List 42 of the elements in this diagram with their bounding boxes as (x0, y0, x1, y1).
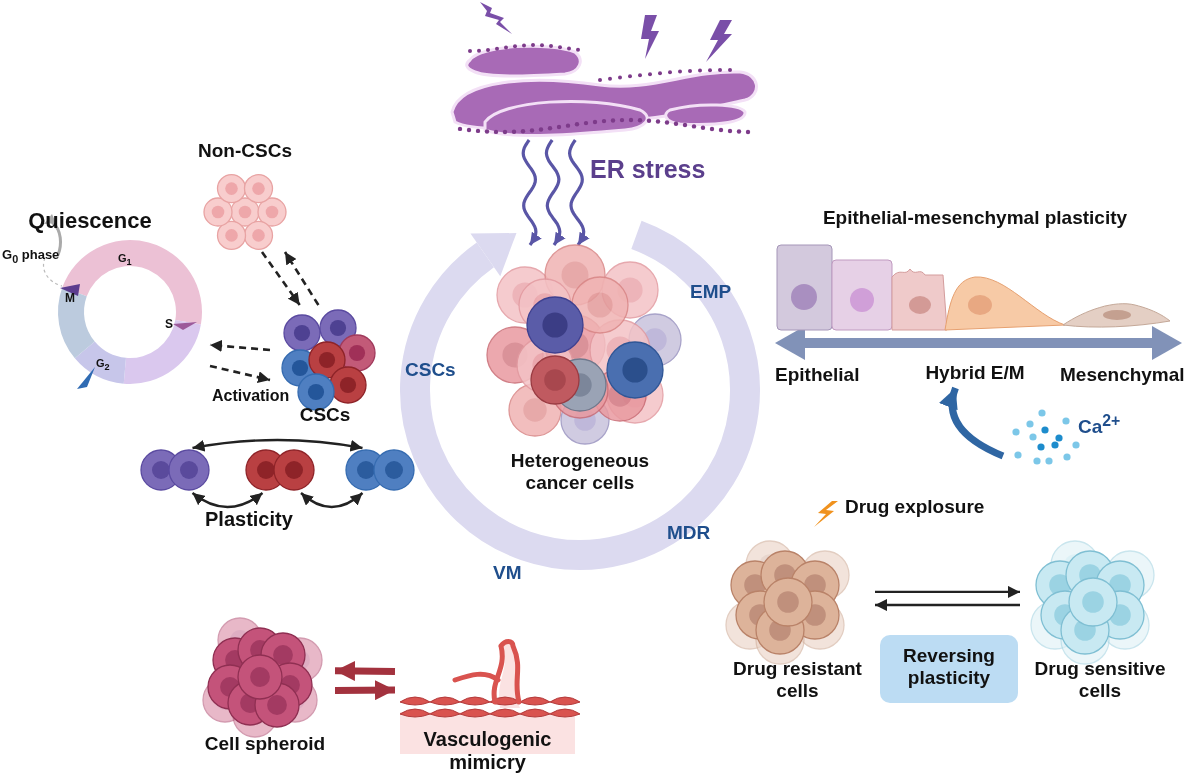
node-label: Quiescence (27, 208, 153, 234)
process-label: VM (493, 563, 522, 584)
node-label: Drug resistant cells (732, 658, 863, 702)
node-label: Heterogeneous cancer cells (509, 450, 651, 494)
arrow (192, 438, 363, 452)
arrow (191, 492, 264, 509)
node-label: Vasculogenic mimicry (422, 728, 553, 774)
node-label: CSCs (298, 404, 352, 426)
process-label: MDR (667, 523, 711, 544)
process-label: EMP (690, 282, 732, 303)
node-label: Non-CSCs (197, 140, 293, 162)
text-label: G$_{2}$ (96, 357, 110, 373)
dashed-arrow (209, 339, 271, 352)
text-label: Mesenchymal (1060, 365, 1185, 386)
process-label: CSCs (405, 360, 456, 381)
node-label: Hybrid E/M (924, 362, 1026, 384)
node-label: Cell spheroid (203, 733, 327, 755)
arrow (334, 661, 396, 682)
node-label: ER stress (590, 155, 707, 184)
text-label: G$_{1}$ (118, 252, 132, 268)
text-label: Drug explosure (845, 497, 985, 518)
arrow (875, 599, 1020, 612)
arrow (875, 585, 1020, 598)
node-label: Drug sensitive cells (1033, 658, 1167, 702)
arrow (334, 680, 396, 701)
node-label: Ca$^{2+}$ (1078, 412, 1122, 439)
arrow (940, 386, 1005, 460)
text-label: Plasticity (205, 508, 293, 530)
arrow (521, 139, 542, 246)
dashed-arrow (283, 251, 320, 306)
arrow (568, 139, 590, 246)
arrow (544, 139, 566, 246)
box-label: Reversing plasticity (902, 645, 996, 689)
text-label: G$_{0}$ phase (2, 248, 60, 266)
dashed-arrow (209, 364, 271, 384)
node-label: Epithelial-mesenchymal plasticity (821, 207, 1129, 229)
arrow (300, 492, 364, 509)
text-label: S (165, 318, 173, 332)
dashed-arrow (260, 251, 301, 306)
text-label: M (65, 292, 75, 306)
text-label: Epithelial (775, 365, 860, 386)
rounded-box (880, 635, 1018, 703)
